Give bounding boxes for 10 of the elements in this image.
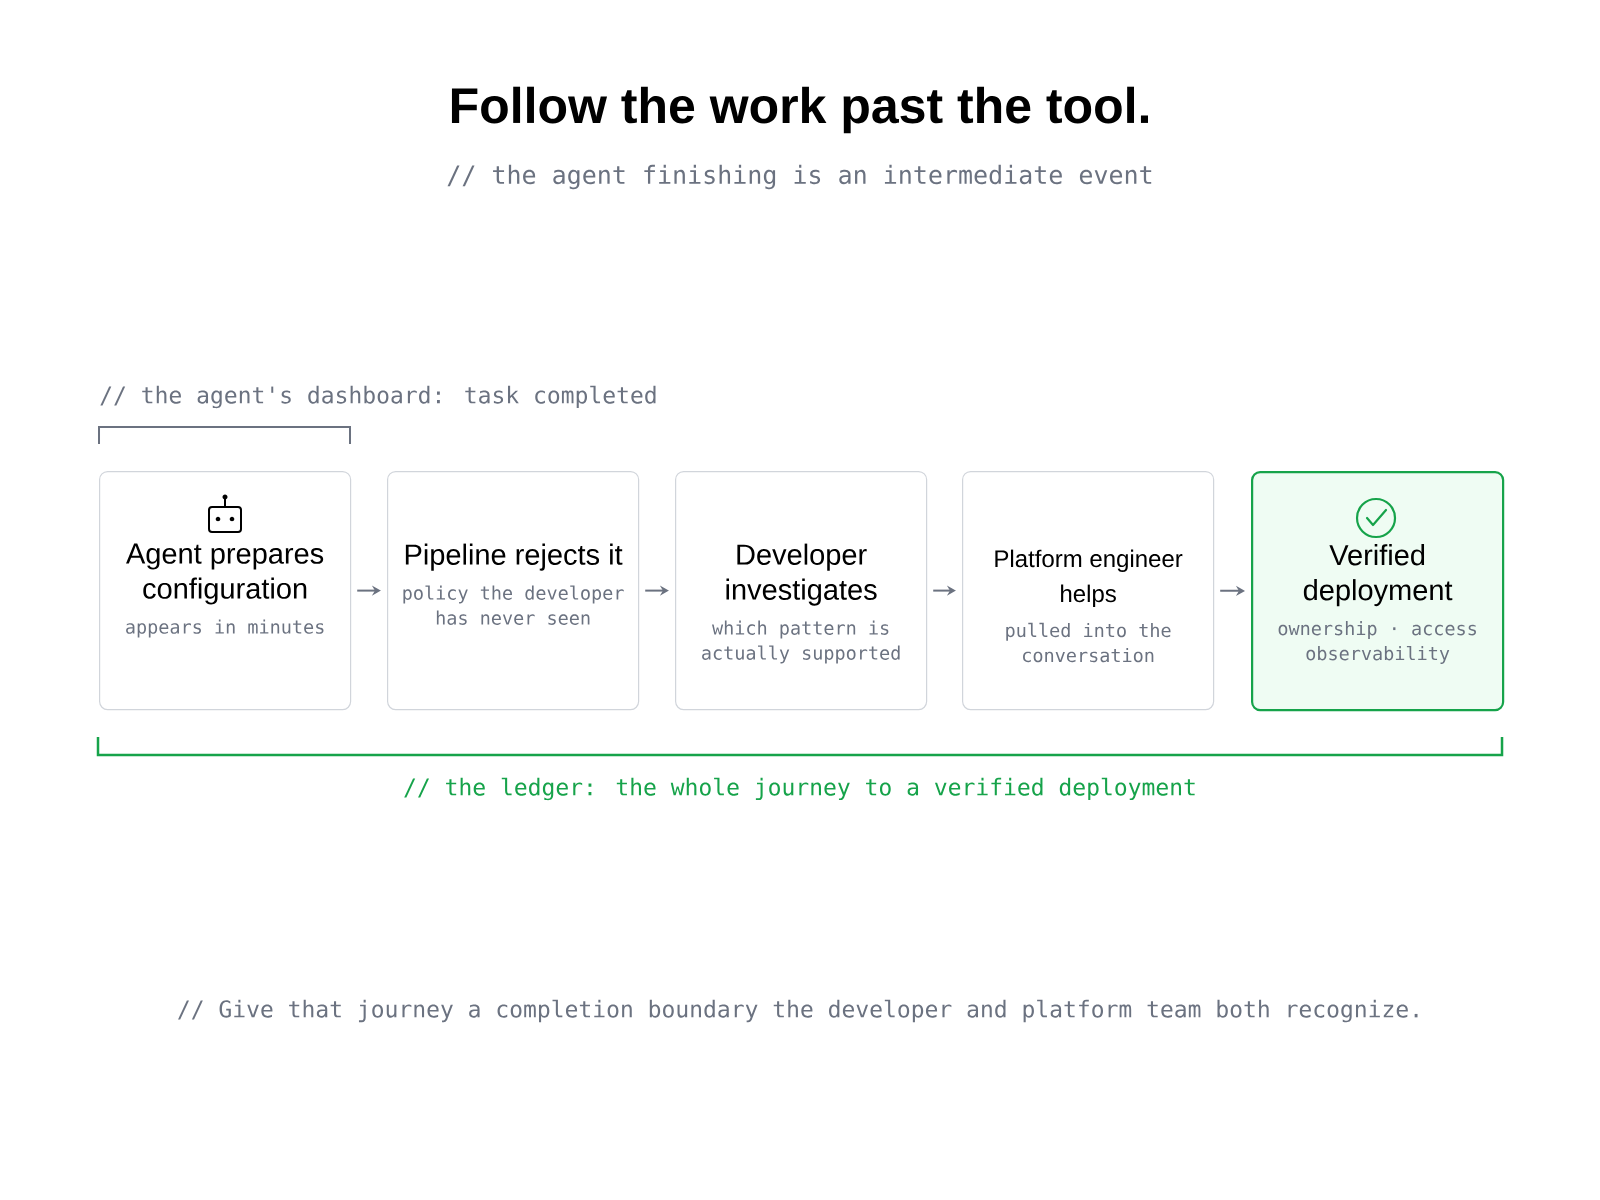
note: // Give that journey a completion boundary the developer and platform team both recognize. [178,999,1418,1023]
step-box: Developer investigates which pattern is actually supported [675,471,928,711]
title: Follow the work past the tool. [451,86,1148,134]
step-box: Verified deployment ownership · access observability [1251,471,1505,712]
step-box: Pipeline rejects it policy the developer has never seen [387,471,640,711]
subtitle: // the agent finishing is an intermediate event [447,164,1152,190]
note: // the agent's dashboard: task completed [100,385,656,409]
step-box: Platform engineer helps pulled into the conversation [962,471,1215,711]
step-box: Agent prepares configuration appears in minutes [99,471,352,711]
note: // the ledger: the whole journey to a verified deployment [404,777,1195,801]
